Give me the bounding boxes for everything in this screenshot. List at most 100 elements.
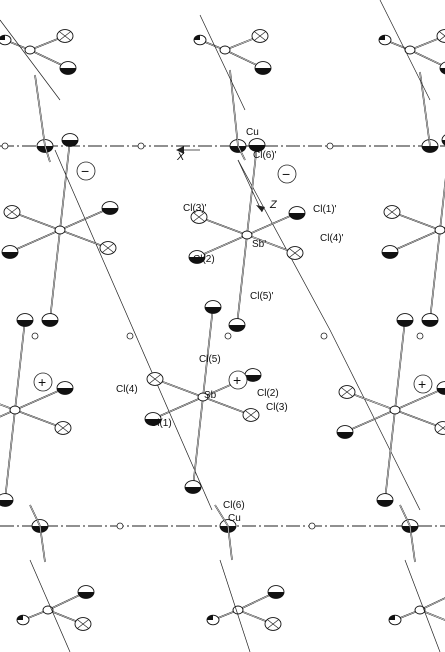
atom-shading (397, 320, 413, 327)
cell-edge-line (404, 559, 441, 652)
cl4-prime-label: Cl(4)' (320, 233, 344, 244)
bond (394, 387, 445, 411)
bond (14, 409, 64, 429)
bond (14, 387, 66, 411)
cl3-prime-label: Cl(3)' (183, 203, 207, 214)
bond (246, 234, 296, 254)
atom-shading (289, 213, 305, 220)
bond (14, 319, 26, 411)
bond (4, 409, 16, 501)
atom-shading (57, 388, 73, 395)
bond (29, 504, 41, 527)
inversion-centre (320, 332, 328, 340)
bond (227, 525, 233, 561)
atom-shading (102, 208, 118, 215)
bond (236, 234, 248, 326)
bond (152, 396, 204, 420)
cell-edge-line (237, 159, 331, 331)
plus-sign-middle: + (233, 372, 241, 388)
atom-shading (389, 615, 395, 620)
cl2-label: Cl(2) (257, 388, 279, 399)
bond (9, 229, 61, 253)
atom-ellipsoid (197, 392, 209, 402)
inversion-centre (308, 522, 316, 530)
atom-shading (422, 320, 438, 327)
atom-shading (379, 35, 385, 40)
atom-cross (439, 31, 445, 37)
minus-sign-circle-left (76, 161, 96, 181)
atom-ellipsoid (54, 225, 66, 235)
inversion-centre (126, 332, 134, 340)
z-axis-arrowhead (256, 205, 265, 212)
bond (229, 69, 239, 147)
cu-label-top: Cu (246, 127, 259, 138)
atom-shading (145, 419, 161, 426)
atom-cross (254, 31, 266, 41)
cl5-prime-label: Cl(5)' (250, 291, 274, 302)
plus-sign-circle-middle (228, 370, 248, 390)
atom-shading (249, 145, 265, 152)
atom-cross (439, 35, 445, 41)
bond (429, 229, 441, 321)
atom-cross (341, 387, 353, 397)
bond (198, 216, 248, 236)
atom-ellipsoid (219, 45, 231, 55)
atom-shading (194, 35, 200, 40)
atom-shading (337, 432, 353, 439)
bond (394, 319, 406, 411)
atom-shading (245, 375, 261, 382)
bond (59, 139, 71, 231)
bond (44, 145, 51, 163)
cl1-prime-label: Cl(1)' (313, 204, 337, 215)
bond (391, 211, 441, 231)
atom-cross (102, 243, 114, 253)
inversion-centre (137, 142, 145, 150)
atom-shading (60, 68, 76, 75)
bond (439, 182, 445, 231)
atom-cross (59, 31, 71, 41)
atom-shading (230, 146, 246, 153)
bond (34, 74, 46, 147)
atom-cross (57, 423, 69, 433)
cell-edge-line (329, 329, 421, 511)
bond (11, 211, 61, 231)
atom-shading (205, 307, 221, 314)
atom-shading (382, 252, 398, 259)
bond (59, 207, 111, 231)
bond (246, 144, 258, 236)
atom-cross (386, 207, 398, 217)
bond (192, 396, 204, 488)
atom-shading (255, 68, 271, 75)
atom-shading (37, 146, 53, 153)
atom-cross (437, 425, 445, 433)
inversion-centre (416, 332, 424, 340)
minus-sign-circle-right (277, 164, 297, 184)
bond (439, 177, 445, 231)
cl6-prime-label: Cl(6)' (253, 150, 277, 161)
bond (214, 504, 229, 527)
atom-shading (189, 257, 205, 264)
atom-cross (149, 374, 161, 384)
atom-ellipsoid (434, 421, 445, 435)
atom-shading (268, 592, 284, 599)
bond (399, 504, 411, 527)
atom-shading (229, 325, 245, 332)
atom-cross (77, 619, 89, 629)
sb-label: Sb (204, 390, 217, 401)
atom-shading (0, 35, 5, 40)
bond (0, 404, 16, 411)
bond (394, 409, 444, 429)
cell-edge-line (379, 0, 431, 101)
atom-shading (42, 320, 58, 327)
bond (419, 71, 431, 147)
cell-edge-line (29, 559, 71, 652)
sb-prime-label: Sb' (252, 239, 266, 250)
bond (389, 229, 441, 253)
cl1-label: Cl(1) (150, 418, 172, 429)
bond (419, 609, 445, 621)
plus-sign-left: + (38, 374, 46, 390)
atom-ellipsoid (436, 29, 445, 43)
cell-edge-line (54, 149, 213, 511)
atom-shading (437, 388, 445, 395)
